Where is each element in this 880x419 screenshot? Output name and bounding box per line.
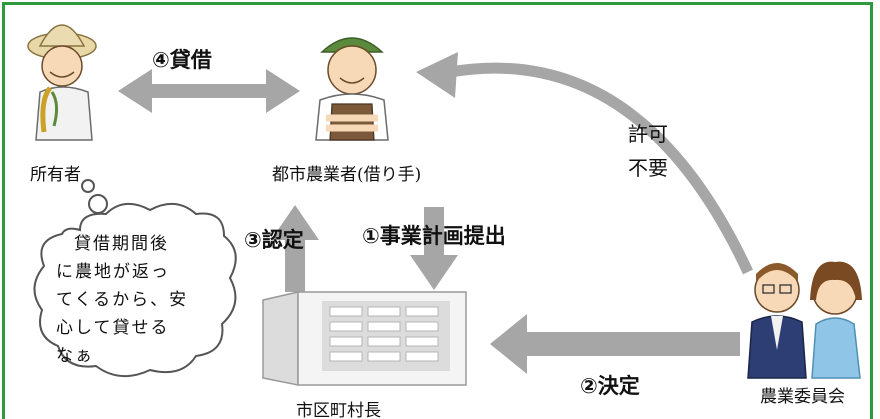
city-hall-illustration	[262, 291, 467, 386]
no-permit-label-line2: 不要	[628, 156, 668, 180]
plan-arrow	[410, 207, 458, 290]
owner-illustration	[27, 24, 97, 141]
bubble-line: てくるから、安	[56, 290, 189, 310]
thought-bubble-text: 貸借期間後 に農地が返っ てくるから、安 心して貸せる なぁ	[56, 230, 221, 370]
bubble-line: 心して貸せる	[56, 318, 170, 338]
approve-label: ③認定	[244, 228, 304, 252]
committee-label: 農業委員会	[760, 387, 845, 407]
owner-label: 所有者	[30, 165, 81, 185]
approve-arrow	[271, 205, 319, 292]
no-permit-arrow	[449, 62, 753, 275]
plan-label: ①事業計画提出	[362, 224, 506, 248]
mayor-label: 市区町村長	[296, 401, 381, 419]
lease-label: ④貸借	[152, 48, 212, 72]
no-permit-label-line1: 許可	[628, 122, 668, 146]
bubble-line: に農地が返っ	[56, 262, 170, 282]
bubble-line: なぁ	[56, 346, 94, 366]
farmer-illustration	[315, 37, 389, 141]
bubble-line: 貸借期間後	[74, 234, 169, 254]
committee-illustration	[747, 261, 862, 379]
decide-arrow	[490, 314, 740, 374]
thought-bubble	[33, 179, 237, 377]
farmer-label: 都市農業者(借り手)	[272, 165, 422, 185]
lease-arrow	[118, 69, 300, 113]
decide-label: ②決定	[580, 374, 640, 398]
no-permit-arrowhead	[416, 52, 458, 98]
